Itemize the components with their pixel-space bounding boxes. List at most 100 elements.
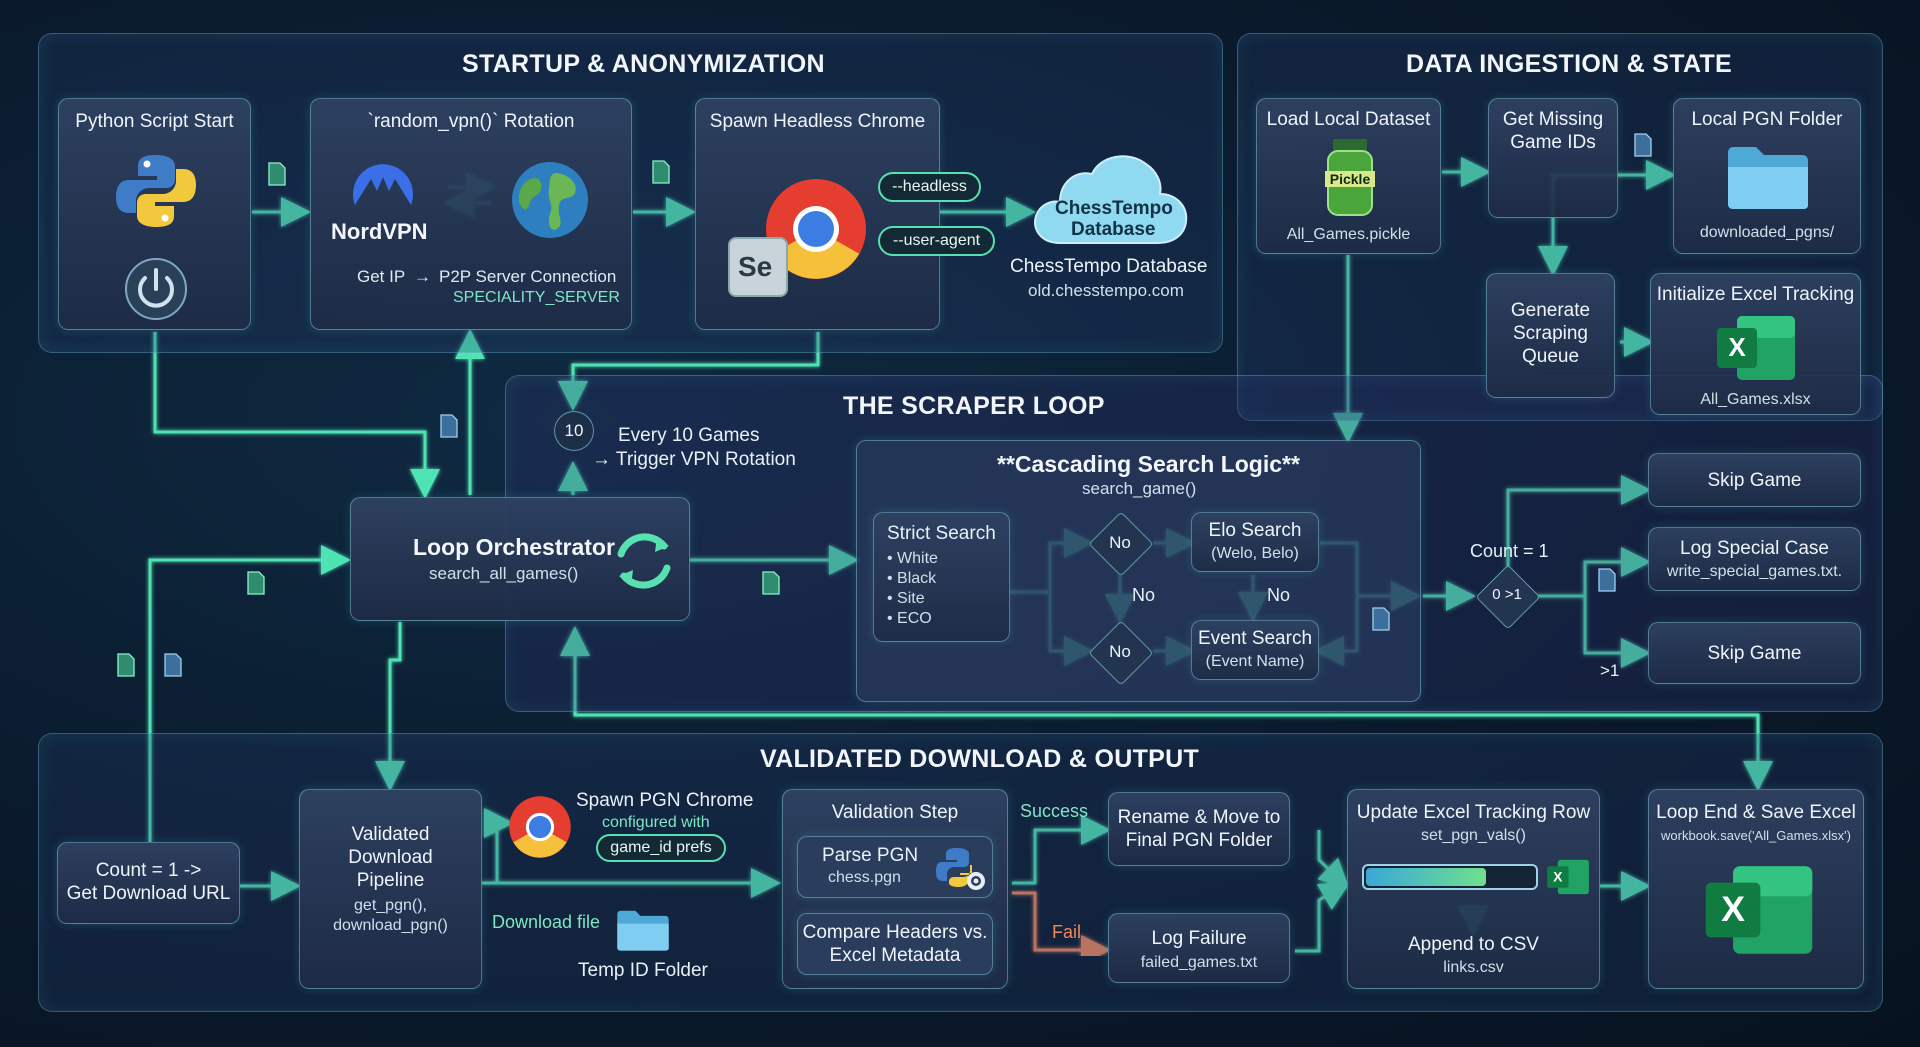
svg-text:X: X <box>1553 868 1563 884</box>
cloud-icon <box>1034 155 1188 244</box>
decision-no-label: No <box>1109 533 1131 552</box>
document-icon <box>117 653 135 677</box>
scraping-queue-line1: Generate <box>1510 300 1591 321</box>
loop-end-node: Loop End & Save Excel workbook.save('All… <box>1648 789 1864 989</box>
svg-text:X: X <box>1721 889 1745 929</box>
python-start-label: Python Script Start <box>75 111 234 132</box>
database-url: old.chesstempo.com <box>1028 281 1184 300</box>
vpn-get-ip-label: Get IP <box>357 267 406 286</box>
selenium-label: Se <box>738 251 773 282</box>
power-icon <box>125 258 187 320</box>
load-dataset-file: All_Games.pickle <box>1286 226 1411 243</box>
globe-icon <box>512 162 588 238</box>
compare-headers-line2: Excel Metadata <box>829 945 961 966</box>
greater-than-one-label: >1 <box>1600 661 1620 680</box>
scraping-queue-line2: Scraping <box>1513 323 1588 344</box>
cloud-label-2: Database <box>1071 219 1156 240</box>
pgn-folder-title: Local PGN Folder <box>1691 109 1843 130</box>
pipeline-function-1: get_pgn(), <box>354 897 427 914</box>
count-equals-label: Count = 1 <box>1470 541 1549 561</box>
excel-init-file: All_Games.xlsx <box>1700 391 1811 408</box>
event-search-node: Event Search (Event Name) <box>1191 620 1319 680</box>
count-decision-label: 0 >1 <box>1492 586 1522 603</box>
parse-pgn-node: Parse PGN chess.pgn <box>797 836 993 898</box>
refresh-cycle-icon <box>617 533 671 589</box>
update-excel-title: Update Excel Tracking Row <box>1356 802 1591 823</box>
log-special-title: Log Special Case <box>1680 538 1829 559</box>
document-icon <box>247 571 265 595</box>
log-failure-title: Log Failure <box>1151 928 1247 949</box>
pgn-chrome-subtitle: configured with <box>602 814 710 831</box>
useragent-flag: --user-agent <box>878 226 995 256</box>
folder-icon <box>617 910 669 951</box>
excel-init-title: Initialize Excel Tracking <box>1656 284 1855 305</box>
rotation-label-2: → Trigger VPN Rotation <box>592 449 796 470</box>
pgn-chrome-title: Spawn PGN Chrome <box>576 790 754 811</box>
elo-search-node: Elo Search (Welo, Belo) <box>1191 512 1319 572</box>
cascading-search-title: **Cascading Search Logic** <box>997 451 1300 477</box>
database-name: ChessTempo Database <box>1010 256 1208 277</box>
document-icon <box>762 571 780 595</box>
parse-pgn-title: Parse PGN <box>822 845 919 866</box>
python-start-node: Python Script Start <box>58 98 251 330</box>
folder-icon <box>1728 147 1808 209</box>
branch-no-label: No <box>1267 585 1291 605</box>
validation-step-title: Validation Step <box>831 802 959 823</box>
elo-search-fields: (Welo, Belo) <box>1211 545 1299 562</box>
event-search-title: Event Search <box>1197 628 1313 649</box>
skip-game-node: Skip Game <box>1648 453 1861 507</box>
pgn-folder-node: Local PGN Folder downloaded_pgns/ <box>1673 98 1861 254</box>
loop-end-function: workbook.save('All_Games.xlsx') <box>1661 828 1851 843</box>
scraping-queue-line3: Queue <box>1521 346 1580 367</box>
success-label: Success <box>1020 801 1089 821</box>
document-icon <box>1598 568 1616 592</box>
startup-section-title: STARTUP & ANONYMIZATION <box>462 50 825 78</box>
load-dataset-title: Load Local Dataset <box>1266 109 1431 130</box>
orchestrator-title: Loop Orchestrator <box>413 534 615 560</box>
temp-folder-label: Temp ID Folder <box>578 960 708 981</box>
log-failure-file: failed_games.txt <box>1140 954 1258 971</box>
decision-no-label: No <box>1109 642 1131 661</box>
elo-search-title: Elo Search <box>1208 520 1302 541</box>
compare-headers-node: Compare Headers vs. Excel Metadata <box>797 913 993 975</box>
excel-icon: X <box>1547 859 1589 895</box>
headless-flag: --headless <box>878 172 981 202</box>
strict-item-eco: • ECO <box>887 610 932 627</box>
rotation-counter: 10 <box>554 411 594 451</box>
missing-ids-node: Get Missing Game IDs <box>1488 98 1618 218</box>
document-icon <box>1372 607 1390 631</box>
count-download-url-node: Count = 1 -> Get Download URL <box>57 842 240 924</box>
vpn-arrow-label: → <box>414 267 431 286</box>
vpn-rotation-node: `random_vpn()` Rotation NordVPN Get IP →… <box>310 98 632 330</box>
count-url-line2: Get Download URL <box>66 883 231 904</box>
download-section-title: VALIDATED DOWNLOAD & OUTPUT <box>760 745 1200 773</box>
pipeline-line3: Pipeline <box>356 870 425 891</box>
python-icon <box>116 155 196 227</box>
excel-icon: X <box>1705 866 1813 954</box>
rotation-label-1: Every 10 Games <box>618 425 760 446</box>
pgn-folder-path: downloaded_pgns/ <box>1699 224 1835 241</box>
update-excel-node: Update Excel Tracking Row set_pgn_vals()… <box>1347 789 1600 989</box>
cascading-search-function: search_game() <box>1082 479 1197 498</box>
scraper-section-title: THE SCRAPER LOOP <box>843 392 1105 420</box>
compare-headers-line1: Compare Headers vs. <box>802 922 988 943</box>
rename-move-node: Rename & Move to Final PGN Folder <box>1108 792 1290 866</box>
excel-init-node: Initialize Excel Tracking X All_Games.xl… <box>1650 273 1861 415</box>
strict-item-white: • White <box>887 550 938 567</box>
download-pipeline-node: Validated Download Pipeline get_pgn(), d… <box>299 789 482 989</box>
document-icon <box>1634 133 1652 157</box>
strict-search-title: Strict Search <box>887 523 996 544</box>
pipeline-line1: Validated <box>351 824 430 845</box>
load-dataset-node: Load Local Dataset Pickle All_Games.pick… <box>1256 98 1441 254</box>
rename-move-line1: Rename & Move to <box>1117 807 1281 828</box>
game-id-prefs-pill: game_id prefs <box>596 834 726 862</box>
document-icon <box>652 160 670 184</box>
document-icon <box>164 653 182 677</box>
skip-game-node: Skip Game <box>1648 622 1861 684</box>
chrome-icon <box>766 179 866 279</box>
nordvpn-logo-icon <box>353 164 413 205</box>
strict-item-black: • Black <box>887 570 937 587</box>
pickle-label: Pickle <box>1325 171 1375 187</box>
document-icon <box>440 414 458 438</box>
chrome-icon <box>509 796 571 858</box>
